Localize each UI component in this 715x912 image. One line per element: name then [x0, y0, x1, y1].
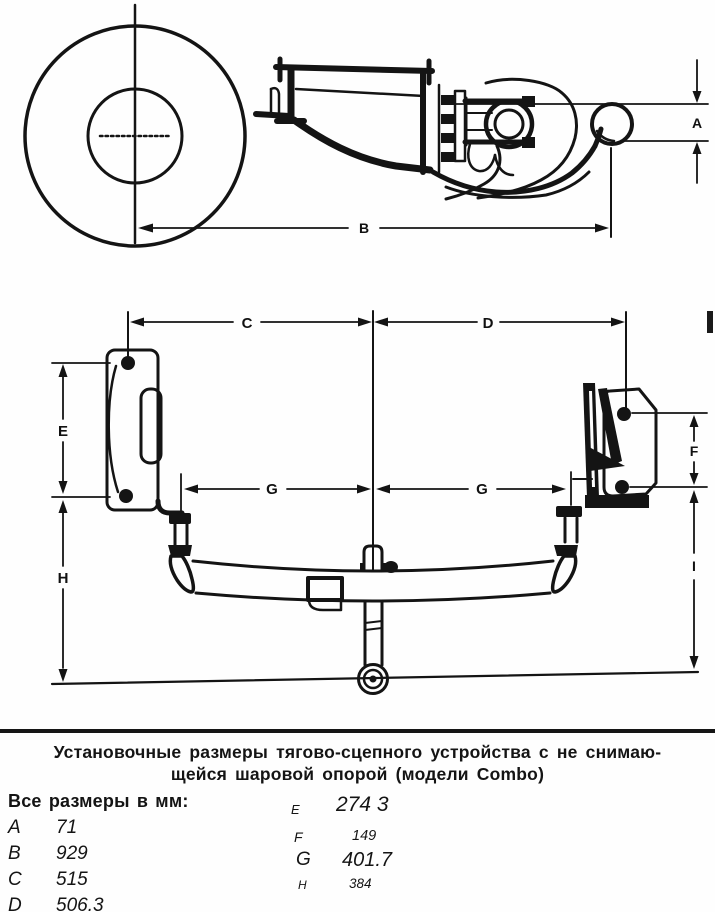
dimension-I	[689, 490, 699, 669]
dim-label: D	[8, 895, 22, 912]
label-C: C	[242, 315, 253, 332]
tow-ball-side	[590, 102, 634, 146]
dimension-C-D	[127, 310, 627, 547]
dim-label-F: F	[294, 829, 303, 845]
crossbar-clip	[306, 576, 344, 602]
dim-label: C	[8, 869, 22, 890]
dimension-F	[629, 412, 708, 488]
dim-label-G: G	[296, 849, 311, 870]
dim-value-G: 401.7	[342, 849, 393, 871]
dimension-table: Все размеры в мм: A 71 B 929 C 515 D 506…	[0, 786, 715, 912]
label-D: D	[483, 315, 494, 332]
dimension-A	[454, 59, 709, 184]
ball-shank	[357, 600, 389, 695]
caption: Установочные размеры тягово-сцепного уст…	[0, 741, 715, 785]
ground-reference-line	[50, 670, 700, 686]
label-G-left: G	[266, 481, 278, 498]
dimension-G	[180, 471, 572, 513]
divider-rule	[0, 729, 715, 733]
scan-artifact	[707, 311, 713, 333]
label-E: E	[58, 423, 68, 440]
label-H: H	[58, 570, 69, 587]
caption-line-1: Установочные размеры тягово-сцепного уст…	[53, 742, 662, 762]
label-B: B	[359, 220, 369, 236]
dim-value: 929	[56, 843, 88, 864]
left-mounting-bracket	[105, 348, 191, 547]
label-A: A	[692, 115, 702, 131]
side-view-towbar	[253, 56, 634, 201]
dim-label: A	[8, 817, 21, 838]
dimension-B	[138, 147, 612, 238]
crossbar	[168, 544, 578, 612]
dimension-H	[58, 500, 68, 682]
dim-label: B	[8, 843, 21, 864]
label-G-right: G	[476, 481, 488, 498]
label-I: I	[692, 558, 696, 574]
dim-value-F: 149	[352, 828, 377, 844]
side-view-wheel	[23, 3, 247, 248]
dim-label-H: H	[298, 878, 307, 892]
dim-value-E: 274 3	[336, 793, 389, 816]
dim-value: 506.3	[56, 895, 104, 912]
right-mounting-bracket	[556, 383, 658, 544]
coupling-boss	[483, 98, 535, 150]
dim-value-H: 384	[349, 876, 372, 891]
dimensions-intro: Все размеры в мм:	[8, 791, 189, 811]
dim-label-E: E	[291, 802, 300, 817]
dim-value: 515	[56, 869, 88, 890]
label-F: F	[690, 443, 699, 459]
dim-value: 71	[56, 817, 78, 838]
dimension-E	[51, 362, 111, 498]
towbar-dimension-drawing: A B C D E F G G H I	[23, 3, 713, 695]
caption-line-2: щейся шаровой опорой (модели Combo)	[170, 764, 545, 784]
